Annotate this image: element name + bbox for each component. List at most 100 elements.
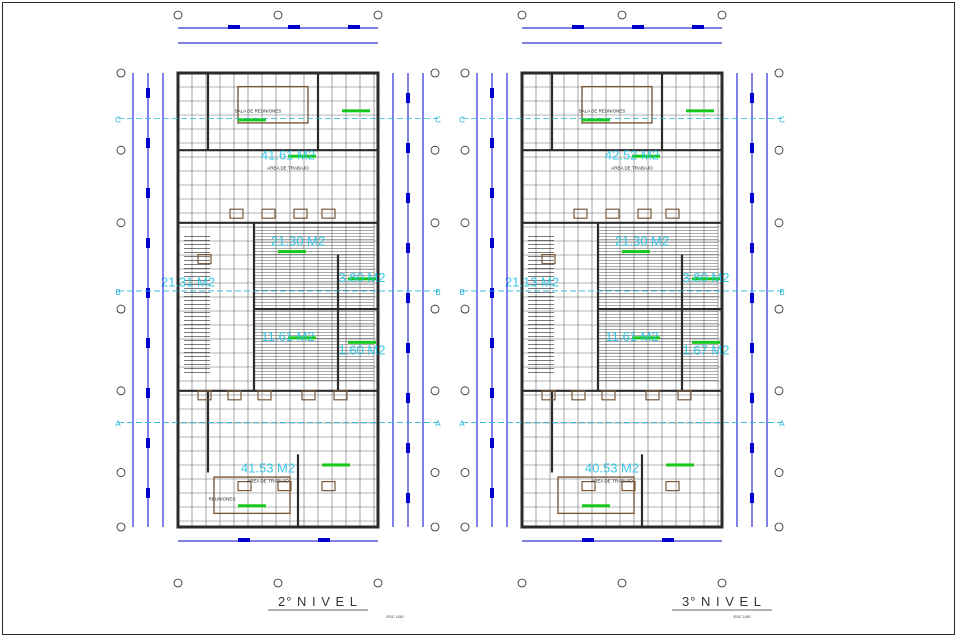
dimension-ticks <box>490 25 754 542</box>
annotation-tag <box>622 250 650 254</box>
furniture <box>541 208 692 492</box>
room-area: 21.31 M2 <box>161 274 215 289</box>
exterior-wall <box>176 71 380 529</box>
axis-bubble <box>460 68 470 78</box>
sheet-border <box>2 2 955 635</box>
axis-bubble <box>460 468 470 477</box>
annotation-tag <box>288 336 316 340</box>
room-area: 3.80 M2 <box>683 270 730 285</box>
annotation-tag <box>342 109 370 113</box>
axis-bubble <box>173 578 183 588</box>
axis-bubble <box>774 468 784 477</box>
dimension-tick <box>750 293 754 303</box>
axis-bubble <box>373 10 383 20</box>
axis-bubble <box>430 68 440 78</box>
exterior-wall <box>520 71 724 529</box>
desk <box>227 390 242 401</box>
dimension-tick <box>490 338 494 348</box>
axis-bubble <box>774 304 784 314</box>
desk <box>321 481 336 492</box>
axis-label: C <box>779 115 785 124</box>
room-area: 21.13 M2 <box>505 274 559 289</box>
room-area: 42.52 M2 <box>605 147 659 162</box>
dimension-tick <box>146 288 150 298</box>
axis-bubble <box>460 218 470 228</box>
annotation-tag <box>288 154 316 158</box>
room-label: REUNIONES <box>209 497 236 502</box>
axis-bubble <box>460 386 470 396</box>
dimension-tick <box>146 238 150 248</box>
axis-bubble <box>116 68 126 78</box>
axis-label: C <box>459 115 465 124</box>
dimension-tick <box>750 193 754 203</box>
plan-scale: ESC 1/50 <box>386 614 404 619</box>
room-area: 1.67 M2 <box>683 342 730 357</box>
axis-bubble <box>774 145 784 155</box>
axis-bubble <box>273 578 283 588</box>
annotation-tag <box>348 340 376 344</box>
furniture <box>197 208 348 492</box>
axis-label: B <box>435 288 440 297</box>
axis-bubble <box>517 10 527 20</box>
room-area: 41.53 M2 <box>241 461 295 476</box>
axis-bubble <box>430 522 440 532</box>
dimension-tick <box>406 493 410 503</box>
dimension-tick <box>692 25 704 29</box>
axis-bubble <box>116 386 126 396</box>
dimension-tick <box>146 488 150 498</box>
dimension-tick <box>490 138 494 148</box>
annotation-tag <box>278 250 306 254</box>
dimension-tick <box>750 393 754 403</box>
room-area: 1.60 M2 <box>339 342 386 357</box>
desk <box>573 208 588 219</box>
dimension-tick <box>582 538 594 542</box>
annotation-tag <box>632 336 660 340</box>
axis-bubble <box>116 522 126 532</box>
desk <box>581 481 596 492</box>
room-area: 11.61 M2 <box>261 329 314 344</box>
dimension-tick <box>750 443 754 453</box>
dimension-tick <box>490 88 494 98</box>
plan-title: 3° N I V E L <box>682 594 762 609</box>
desk <box>665 481 680 492</box>
dimension-tick <box>238 538 250 542</box>
axis-bubble <box>116 304 126 314</box>
grid-axes <box>118 118 438 423</box>
dimension-tick <box>318 538 330 542</box>
dimension-tick <box>490 188 494 198</box>
axis-label: A <box>779 420 785 429</box>
room-label: AREA DE TRABAJO <box>267 165 309 170</box>
dimension-tick <box>348 25 360 29</box>
axis-bubble <box>774 522 784 532</box>
desk <box>277 481 292 492</box>
dimension-tick <box>288 25 300 29</box>
desk <box>541 254 556 265</box>
room-label: AREA DE TRABAJO <box>591 479 633 484</box>
axis-bubble <box>717 578 727 588</box>
annotation-tag <box>666 463 694 467</box>
axis-bubble <box>774 68 784 78</box>
desk <box>229 208 244 219</box>
annotation-tag <box>348 277 376 281</box>
desk <box>541 390 556 401</box>
plan-scale: ESC 1/50 <box>733 614 751 619</box>
dimension-tick <box>490 438 494 448</box>
grid-axes <box>462 118 782 423</box>
dimension-tick <box>406 443 410 453</box>
meeting-table <box>237 85 309 124</box>
dimension-tick <box>750 343 754 353</box>
dimension-tick <box>146 388 150 398</box>
staircase <box>528 236 554 373</box>
axis-label: C <box>115 115 121 124</box>
desk <box>301 390 316 401</box>
annotation-tag <box>692 340 720 344</box>
room-label: SALA DE REUNIONES <box>579 109 626 114</box>
axis-bubble <box>460 522 470 532</box>
dimension-tick <box>406 343 410 353</box>
desk <box>237 481 252 492</box>
dimension-tick <box>490 288 494 298</box>
axis-label: B <box>459 288 464 297</box>
dimension-tick <box>406 243 410 253</box>
